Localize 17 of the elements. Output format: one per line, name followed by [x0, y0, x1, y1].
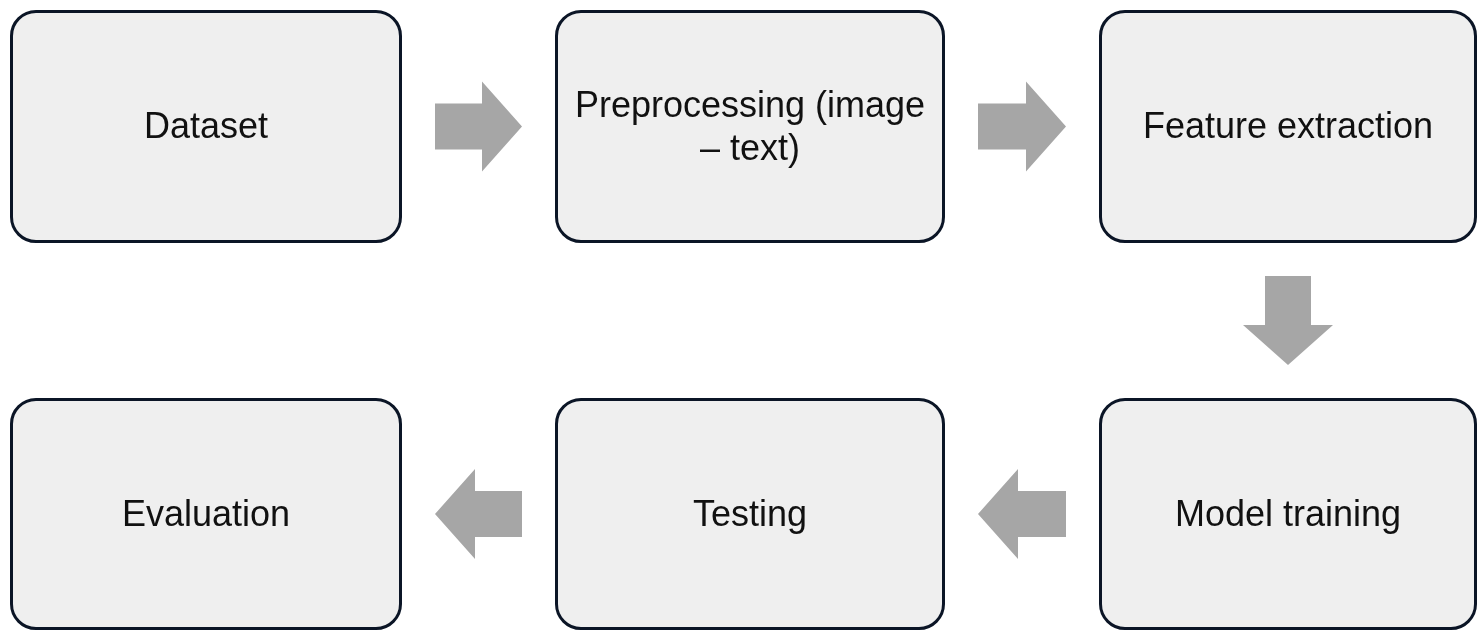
box-label: Preprocessing (image – text): [573, 84, 927, 169]
box-label: Model training: [1174, 492, 1402, 536]
block-arrow: [1243, 276, 1333, 365]
process-box: [1099, 10, 1477, 243]
process-box: [1099, 398, 1477, 630]
process-box: [555, 398, 945, 630]
process-box: [10, 398, 402, 630]
block-arrow: [435, 469, 522, 559]
box-label: Evaluation: [121, 492, 291, 536]
process-box: [10, 10, 402, 243]
block-arrow: [435, 81, 522, 172]
block-arrow: [978, 81, 1066, 172]
box-label: Dataset: [143, 105, 269, 148]
block-arrow: [978, 469, 1066, 559]
process-box: [555, 10, 945, 243]
box-label: Testing: [692, 492, 808, 536]
box-label: Feature extraction: [1142, 105, 1434, 148]
